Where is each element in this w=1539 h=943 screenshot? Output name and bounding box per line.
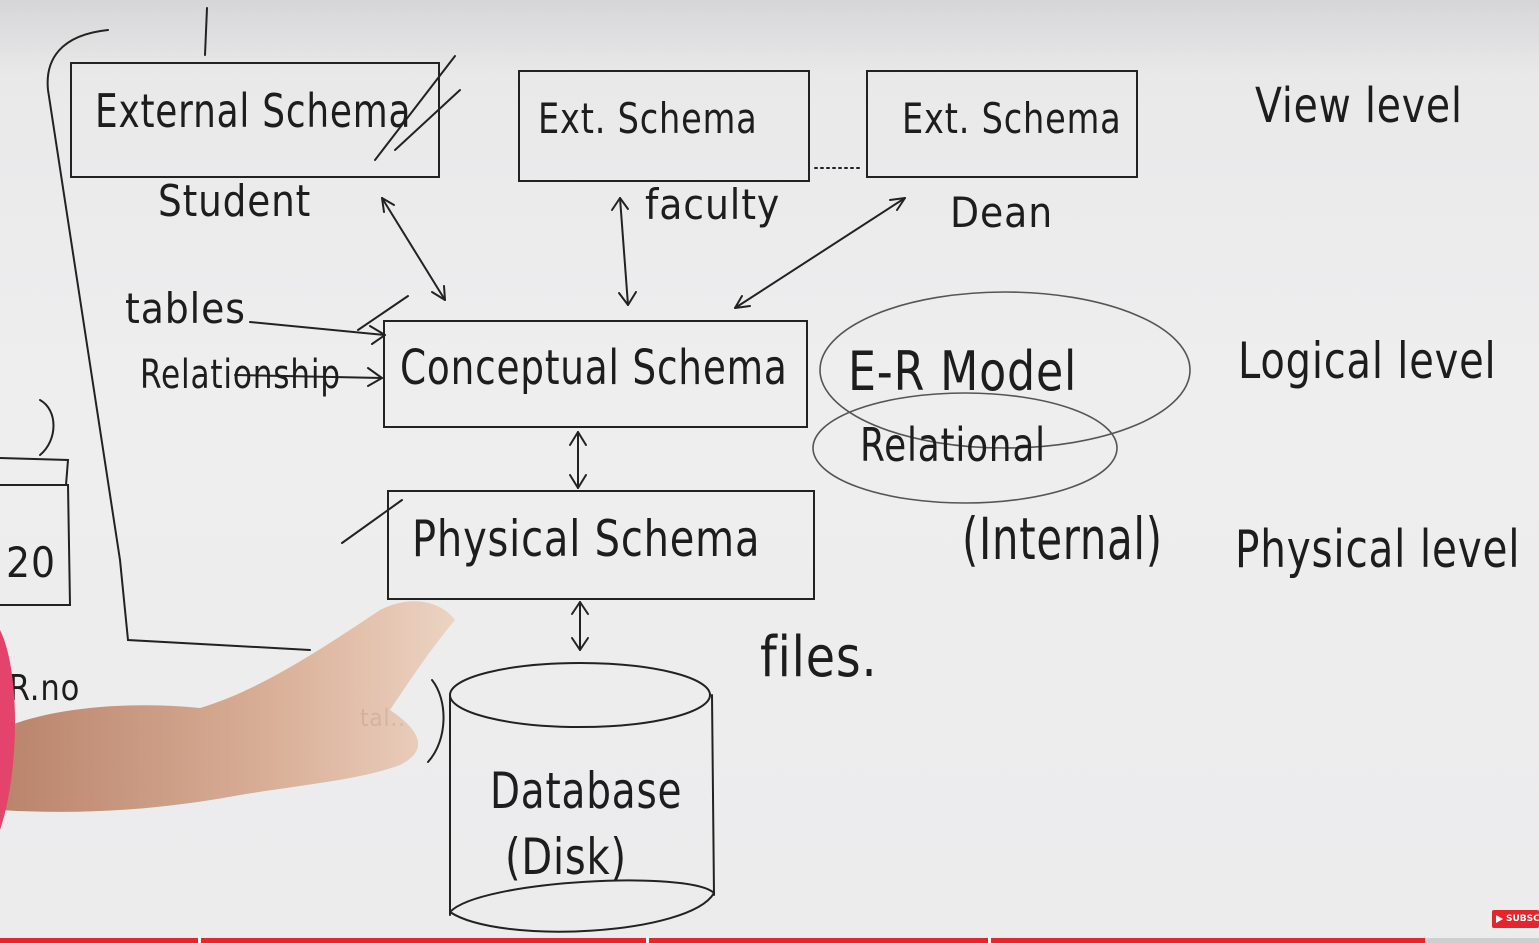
check-line-1 xyxy=(374,55,456,161)
conceptual-schema-label: Conceptual Schema xyxy=(400,340,788,396)
play-icon xyxy=(1496,915,1503,923)
ext-schema-label-2: Ext. Schema xyxy=(538,94,758,143)
view-level-label: View level xyxy=(1255,78,1463,134)
chapter-marker xyxy=(988,938,991,943)
chapter-marker xyxy=(198,938,201,943)
internal-label: (Internal) xyxy=(962,505,1163,573)
tables-arrow xyxy=(249,321,386,336)
disk-label: (Disk) xyxy=(505,828,627,886)
student-arrow xyxy=(381,197,446,301)
label-tables: tables xyxy=(125,284,246,333)
physical-schema-label: Physical Schema xyxy=(412,510,761,568)
left-paren-curve xyxy=(427,679,445,763)
user-dean: Dean xyxy=(950,188,1054,237)
database-cylinder-bottom xyxy=(449,879,716,933)
external-schema-label: External Schema xyxy=(95,84,412,138)
physical-schema-box xyxy=(387,490,815,600)
chapter-marker xyxy=(646,938,649,943)
ext-schema-box-2 xyxy=(518,70,810,182)
subscribe-label: SUBSC xyxy=(1506,914,1539,924)
presenter-hand-image xyxy=(0,601,455,830)
logical-level-label: Logical level xyxy=(1238,332,1497,390)
top-tick-line xyxy=(204,7,208,56)
left-partial-value: 20 xyxy=(6,538,56,587)
ext-schema-label-3: Ext. Schema xyxy=(902,94,1122,143)
ext-schema-box-3 xyxy=(866,70,1138,178)
dean-arrow xyxy=(734,197,906,309)
database-cylinder-top xyxy=(449,662,711,728)
left-bracket-line xyxy=(46,29,311,651)
label-relationship: Relationship xyxy=(140,352,341,398)
external-schema-box xyxy=(70,62,440,178)
faculty-arrow xyxy=(619,197,629,306)
relational-ellipse xyxy=(812,392,1118,504)
user-faculty: faculty xyxy=(645,180,781,229)
database-cylinder-sides xyxy=(449,694,715,916)
database-label: Database xyxy=(490,762,683,820)
physical-level-label: Physical level xyxy=(1235,520,1521,580)
files-label: files. xyxy=(760,625,878,690)
progress-played xyxy=(0,938,1425,943)
conceptual-schema-box xyxy=(383,320,808,428)
relationship-arrow xyxy=(234,374,383,379)
left-partial-table xyxy=(0,484,72,606)
check-line-2 xyxy=(394,89,461,151)
video-progress-bar[interactable] xyxy=(0,938,1539,943)
er-model-ellipse xyxy=(819,291,1191,449)
er-model-label: E-R Model xyxy=(848,340,1078,403)
relational-label: Relational xyxy=(860,418,1046,472)
subscribe-button[interactable]: SUBSC xyxy=(1492,910,1539,928)
user-student: Student xyxy=(158,176,312,227)
